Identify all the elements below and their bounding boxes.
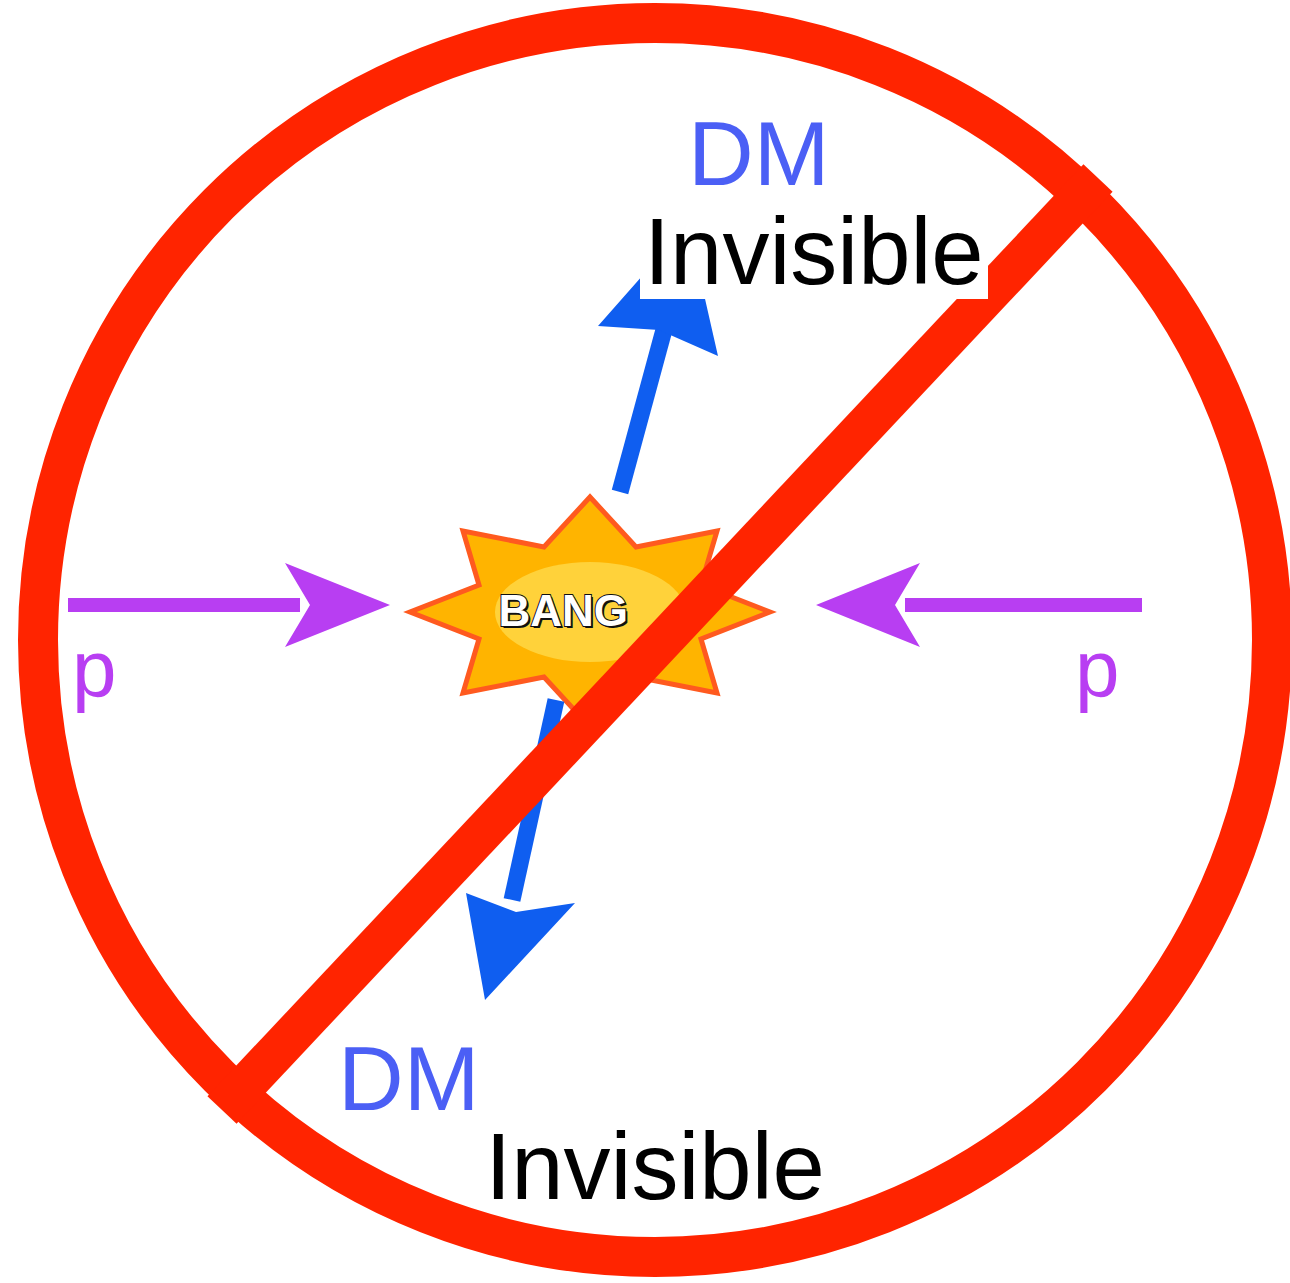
particle-name: DM [338,1033,480,1124]
particle-name: p [1075,629,1120,709]
prohibition-circle [38,23,1272,1257]
proton-arrow [68,598,300,612]
prohibition-slash [222,178,1098,1110]
annotation-text: Invisible [485,1120,825,1214]
arrow-head [285,563,390,647]
arrow-head [466,893,575,1000]
burst-text: BANG [498,589,628,633]
particle-name: DM [688,108,830,199]
particle-name: p [72,629,117,709]
arrow-head [816,563,920,647]
dm-arrow [620,315,668,492]
proton-arrow [905,598,1142,612]
annotation-text: Invisible [640,205,988,299]
